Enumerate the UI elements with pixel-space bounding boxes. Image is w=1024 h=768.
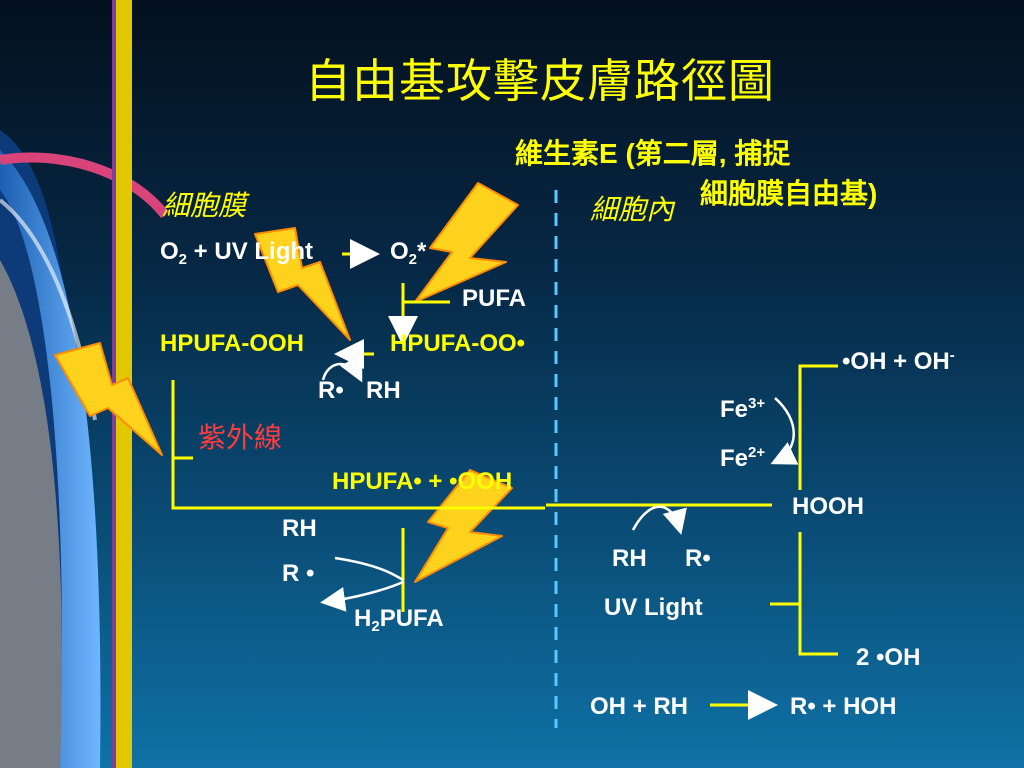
rh: RH [366, 377, 401, 404]
fe3: Fe3+ [720, 395, 766, 423]
rh-intracellular: RH [612, 545, 647, 572]
page-title: 自由基攻擊皮膚路徑圖 [305, 55, 775, 107]
oh-plus-rh: OH + RH [590, 693, 689, 720]
hpufa-radical-ooh: HPUFA• + •OOH [332, 468, 513, 495]
two-oh-radicals: 2 •OH [856, 644, 921, 671]
r-radical-intracellular: R• [685, 545, 711, 572]
o2-uv-light: O2 + UV Light [160, 238, 314, 268]
hpufa-ooh: HPUFA-OOH [160, 330, 304, 357]
o2-star: O2* [390, 238, 427, 268]
curve-fe-cycle [770, 397, 799, 465]
r-radical-lower: R • [282, 560, 315, 587]
uv-bracket-line [171, 380, 545, 510]
curve-h2pufa-to-r [320, 580, 404, 612]
lightning-bolt-icon [414, 182, 519, 303]
curve-r-to-h2pufa [334, 556, 404, 582]
pufa: PUFA [462, 285, 527, 312]
r-radical: R• [318, 377, 344, 404]
vitamin-e-note-line1: 維生素E (第二層, 捕捉 [515, 138, 791, 169]
lightning-bolt-icon [54, 342, 163, 456]
uv-label: 紫外線 [198, 422, 283, 453]
region-label-intracellular: 細胞內 [590, 194, 675, 225]
uv-light-intracellular: UV Light [604, 594, 703, 621]
oh-radical-oh-minus: •OH + OH- [842, 347, 955, 375]
hooh: HOOH [792, 493, 864, 520]
hooh-upper-branch [798, 364, 838, 490]
region-label-membrane: 細胞膜 [162, 190, 247, 221]
rh-lower: RH [282, 515, 317, 542]
hooh-lower-branch [798, 532, 838, 656]
h2pufa: H2PUFA [354, 605, 444, 635]
lightning-bolt-icon [414, 469, 513, 583]
lightning-bolt-icon [254, 227, 351, 341]
fe2: Fe2+ [720, 444, 766, 472]
curve-r-rh [321, 354, 363, 383]
r-radical-plus-water: R• + HOH [790, 693, 897, 720]
hpufa-oo: HPUFA-OO• [390, 330, 526, 357]
vitamin-e-note-line2: 細胞膜自由基) [700, 178, 878, 209]
curve-rh-r-intracellular [631, 505, 687, 535]
